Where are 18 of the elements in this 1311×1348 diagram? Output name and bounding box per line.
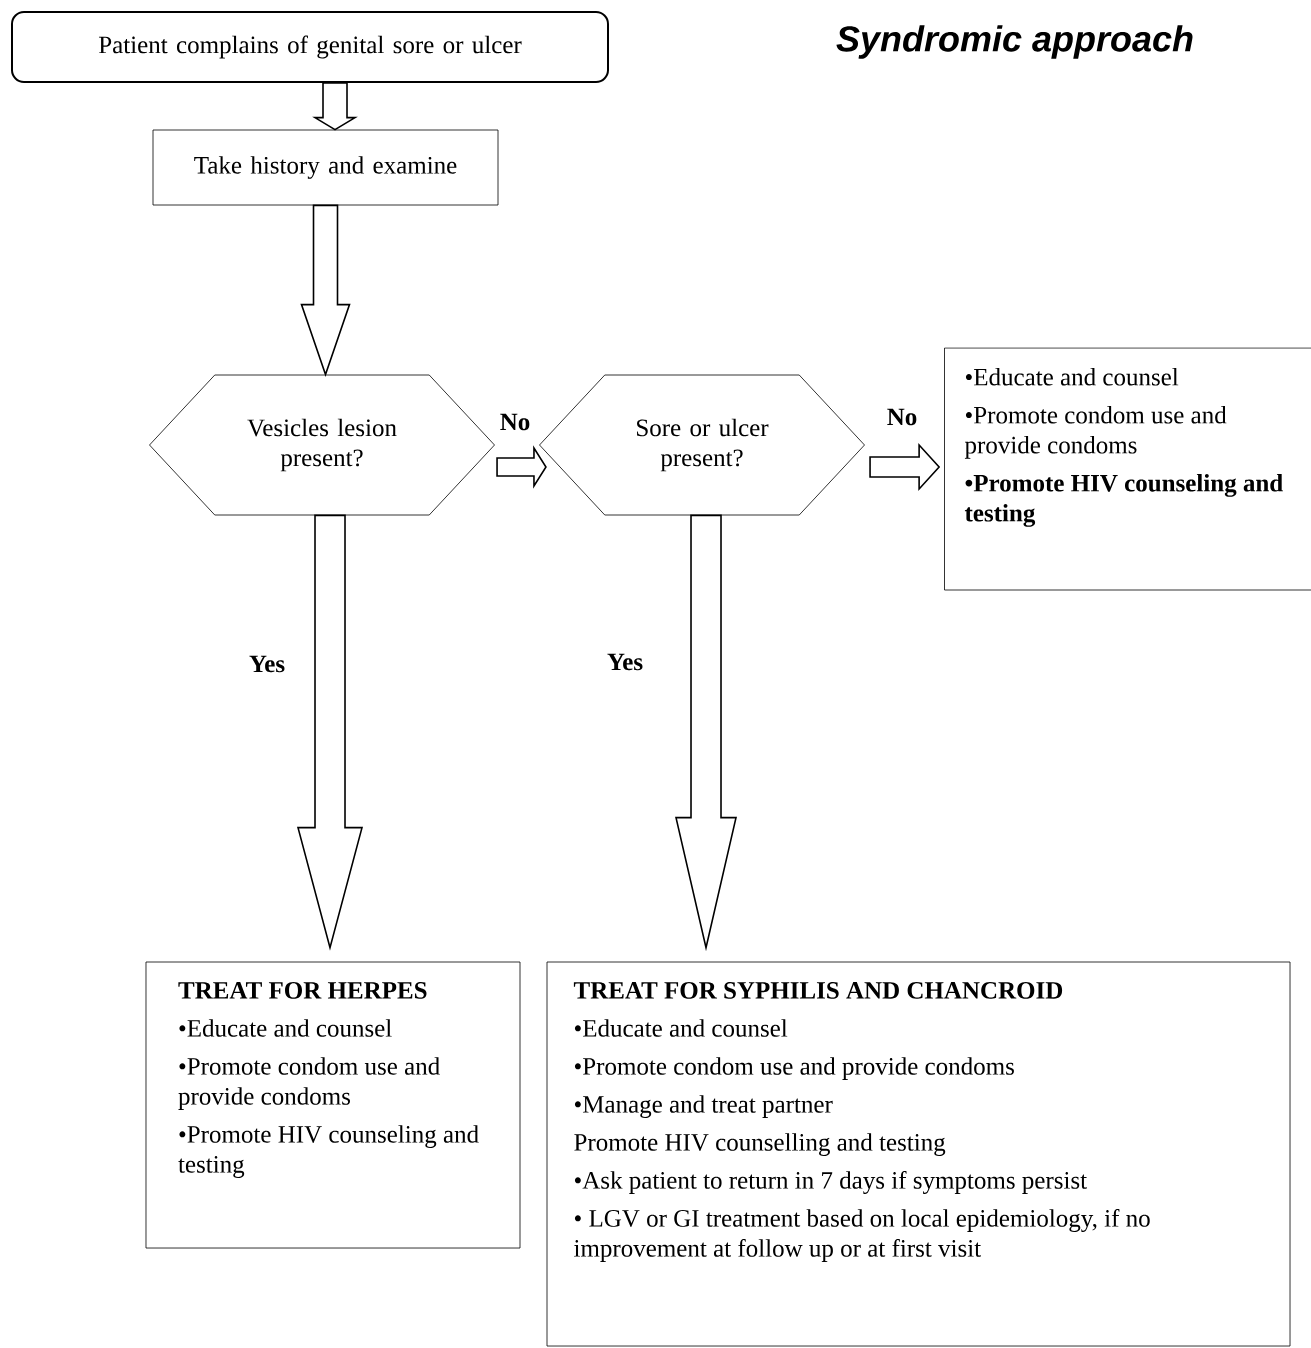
block-arrow <box>312 82 358 131</box>
block-arrow <box>496 445 547 489</box>
block-arrow <box>675 514 737 952</box>
edge-label: Yes <box>246 653 288 675</box>
edge-label: Yes <box>604 651 646 673</box>
decision-hexagon: Vesicles lesion present? <box>149 374 495 516</box>
block-arrow <box>869 442 941 492</box>
edge-label: No <box>884 406 920 428</box>
edge-label: No <box>497 411 533 433</box>
block-arrow <box>296 514 364 951</box>
start-box: Patient complains of genital sore or ulcer <box>11 11 609 83</box>
action-box: •Educate and counsel •Promote condom use and provide condoms •Promote HIV counseling and testing <box>944 347 1311 591</box>
process-box: Take history and examine <box>152 129 499 206</box>
title: Syndromic approach <box>836 25 1193 59</box>
treatment-box: TREAT FOR HERPES •Educate and counsel •Promote condom use and provide condoms •Promote HIV counseling and testing <box>145 961 521 1249</box>
block-arrow <box>300 204 351 378</box>
treatment-box: TREAT FOR SYPHILIS AND CHANCROID •Educate and counsel •Promote condom use and provide condoms •Manage and treat partner Promote HIV counselling and testing •Ask patient to return in 7 days if symptoms persist • LGV or GI treatment based on local epidemiology, if no improvement at follow up or at first visit <box>546 961 1291 1347</box>
decision-hexagon: Sore or ulcer present? <box>539 374 865 516</box>
